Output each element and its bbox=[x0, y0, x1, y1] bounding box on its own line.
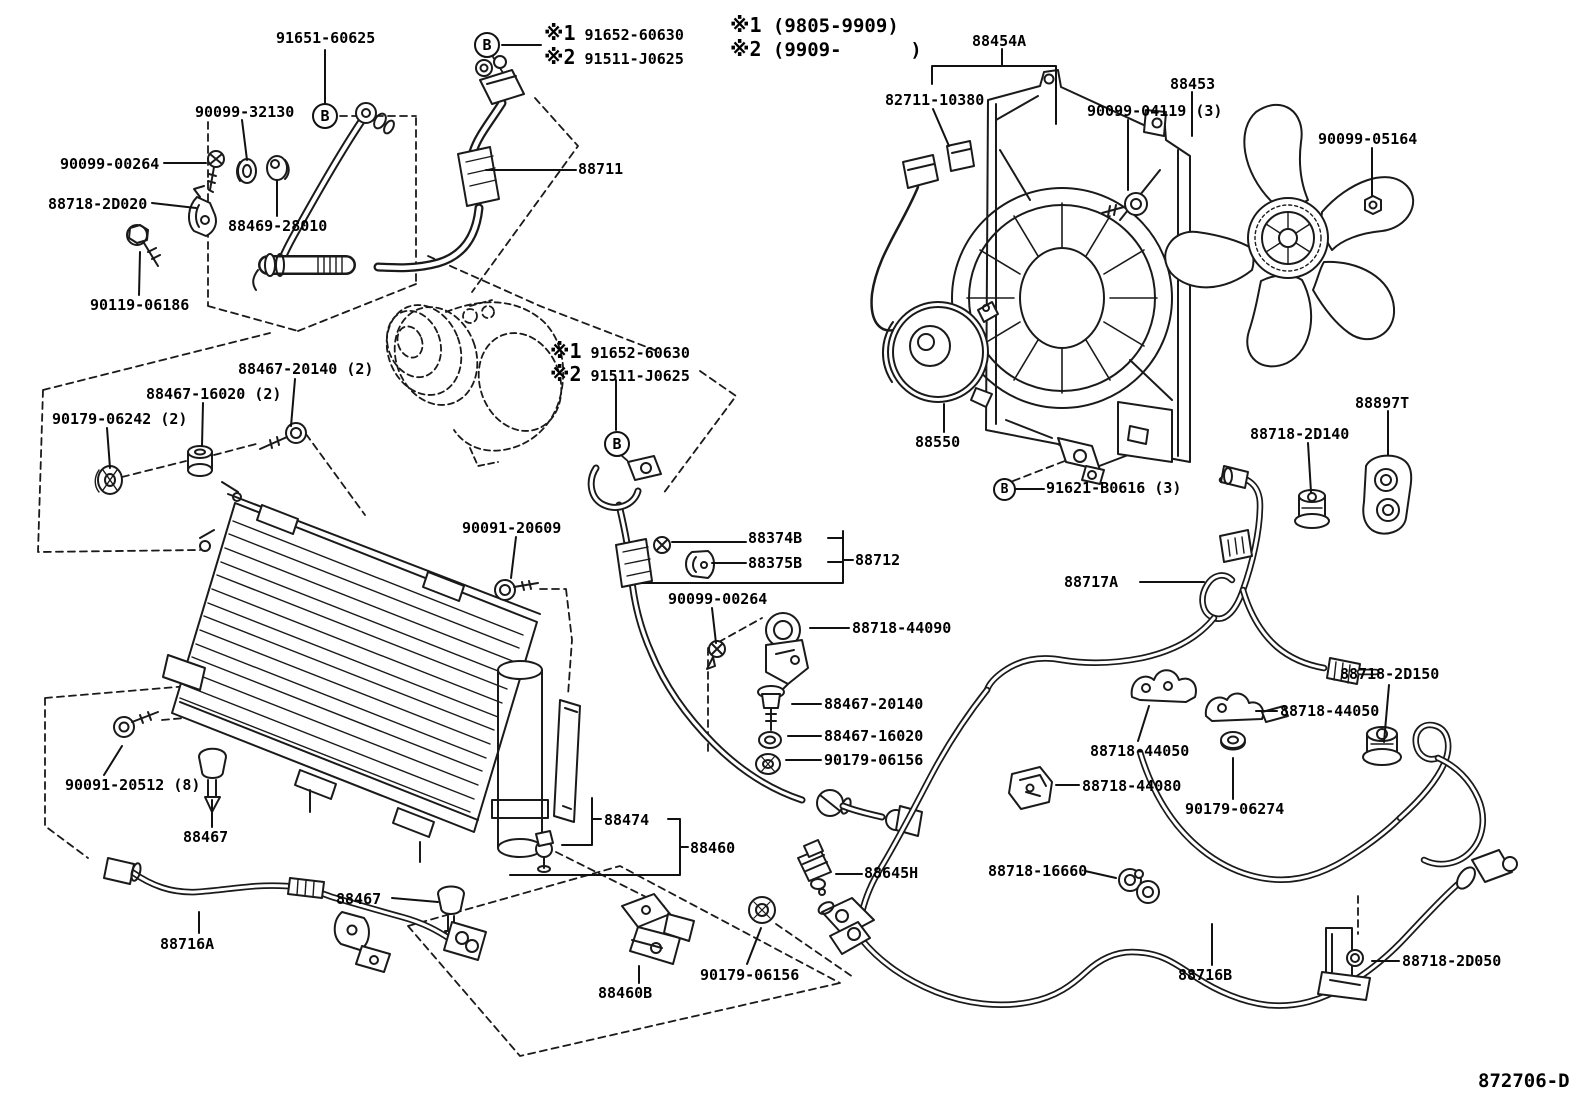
part-label-88467-16020: 88467-16020 bbox=[824, 727, 924, 745]
part-label-88550: 88550 bbox=[915, 433, 961, 451]
part-label-88467-20140-x2: 88467-20140 (2) bbox=[238, 360, 374, 378]
reference-marker-B-3: B bbox=[604, 431, 630, 457]
compressor-phantom-drawing bbox=[385, 299, 565, 467]
part-label-88712: 88712 bbox=[855, 551, 901, 569]
part-label-88718-2D050: 88718-2D050 bbox=[1402, 952, 1502, 970]
condenser-drawing bbox=[162, 481, 581, 873]
part-label-90179-06274: 90179-06274 bbox=[1185, 800, 1285, 818]
part-label-88897T: 88897T bbox=[1355, 394, 1410, 412]
fan-motor-harness-drawing bbox=[870, 140, 975, 332]
part-label-88467: 88467 bbox=[183, 828, 229, 846]
part-label-88645H: 88645H bbox=[864, 864, 919, 882]
pipe-88716A-drawing bbox=[103, 857, 487, 973]
liquid-tube-drawing bbox=[252, 102, 395, 291]
fan-motor-88550-drawing bbox=[882, 301, 999, 408]
figure-code: 872706-D bbox=[1478, 1070, 1570, 1092]
pipe-clamps-right-drawing bbox=[1008, 669, 1402, 1001]
fan-88453-drawing bbox=[1164, 103, 1414, 368]
part-label-90099-04119: 90099-04119 (3) bbox=[1087, 102, 1223, 120]
part-label-91511-J0625-top: ※2 91511-J0625 bbox=[544, 45, 684, 69]
part-label-91511-J0625-mid: ※2 91511-J0625 bbox=[550, 362, 690, 386]
reference-marker-B-2: B bbox=[474, 32, 500, 58]
part-label-88718-44090: 88718-44090 bbox=[852, 619, 952, 637]
part-label-90119-06186: 90119-06186 bbox=[90, 296, 190, 314]
part-label-88718-44050: 88718-44050 bbox=[1090, 742, 1190, 760]
bracket-hardware-top-left bbox=[126, 150, 290, 267]
reference-marker-B-1: B bbox=[312, 103, 338, 129]
bracket-88460B-drawing bbox=[621, 893, 695, 965]
part-label-90179-06156: 90179-06156 bbox=[824, 751, 924, 769]
part-label-90099-00264-2: 90099-00264 bbox=[668, 590, 768, 608]
fan-mount-hardware-drawing bbox=[1101, 192, 1382, 217]
junction-and-pressure-switch-drawing bbox=[748, 839, 875, 955]
part-label-91652-60630-mid: ※1 91652-60630 bbox=[550, 339, 690, 363]
part-label-88718-2D140: 88718-2D140 bbox=[1250, 425, 1350, 443]
part-label-88711: 88711 bbox=[578, 160, 624, 178]
part-label-88474: 88474 bbox=[604, 811, 650, 829]
part-label-88374B: 88374B bbox=[748, 529, 803, 547]
part-label-88718-44050-2: 88718-44050 bbox=[1280, 702, 1380, 720]
part-label-88453: 88453 bbox=[1170, 75, 1216, 93]
part-label-88375B: 88375B bbox=[748, 554, 803, 572]
part-label-88716A: 88716A bbox=[160, 935, 215, 953]
discharge-hose-88711-drawing bbox=[373, 55, 525, 273]
part-label-88716B: 88716B bbox=[1178, 966, 1233, 984]
application-note-1: ※1 (9805-9909) bbox=[730, 13, 899, 37]
part-label-88467-2: 88467 bbox=[336, 890, 382, 908]
part-label-91652-60630-top: ※1 91652-60630 bbox=[544, 21, 684, 45]
part-label-88718-16660: 88718-16660 bbox=[988, 862, 1088, 880]
condenser-mount-hardware-left bbox=[94, 422, 539, 946]
part-label-88718-2D150: 88718-2D150 bbox=[1340, 665, 1440, 683]
part-label-88467-20140: 88467-20140 bbox=[824, 695, 924, 713]
suction-pipe-88712-drawing bbox=[587, 455, 923, 837]
part-label-91651-60625: 91651-60625 bbox=[276, 29, 376, 47]
part-label-91621-B0616: 91621-B0616 (3) bbox=[1046, 479, 1182, 497]
part-label-88460B: 88460B bbox=[598, 984, 653, 1002]
grommet-88718-2D140-drawing bbox=[1294, 489, 1330, 529]
part-label-90179-06242-x2: 90179-06242 (2) bbox=[52, 410, 188, 428]
part-label-90091-20512-x8: 90091-20512 (8) bbox=[65, 776, 201, 794]
pipe-88717A-drawing bbox=[858, 465, 1380, 916]
part-label-90179-06156-2: 90179-06156 bbox=[700, 966, 800, 984]
part-label-88718-44080: 88718-44080 bbox=[1082, 777, 1182, 795]
leader-lines bbox=[103, 44, 1400, 984]
application-note-2: ※2 (9909- ) bbox=[730, 37, 922, 61]
part-label-88467-16020-x2: 88467-16020 (2) bbox=[146, 385, 282, 403]
part-label-90099-05164: 90099-05164 bbox=[1318, 130, 1418, 148]
part-label-88717A: 88717A bbox=[1064, 573, 1119, 591]
damper-88897T-drawing bbox=[1362, 454, 1413, 535]
part-label-90091-20609: 90091-20609 bbox=[462, 519, 562, 537]
part-label-90099-00264: 90099-00264 bbox=[60, 155, 160, 173]
part-label-88460: 88460 bbox=[690, 839, 736, 857]
pipe-88716B-drawing bbox=[858, 721, 1518, 1009]
part-label-88718-2D020: 88718-2D020 bbox=[48, 195, 148, 213]
part-label-90099-32130: 90099-32130 bbox=[195, 103, 295, 121]
part-label-88454A: 88454A bbox=[972, 32, 1027, 50]
part-label-88469-28010: 88469-28010 bbox=[228, 217, 328, 235]
fan-shroud-88454A-drawing bbox=[951, 69, 1191, 485]
reference-marker-B-4: B bbox=[993, 478, 1016, 501]
part-label-82711-10380: 82711-10380 bbox=[885, 91, 985, 109]
